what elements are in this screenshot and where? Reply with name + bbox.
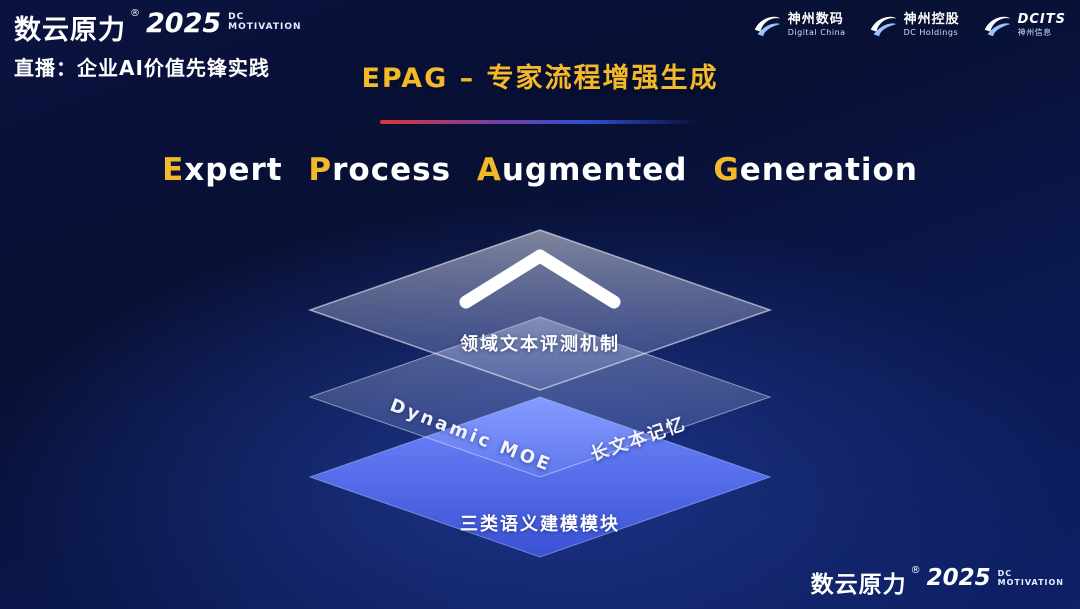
logo-en-name: 神州信息 xyxy=(1017,27,1052,37)
logo-dcits: DCITS 神州信息 xyxy=(982,10,1066,40)
brand-year: 2025 xyxy=(926,565,991,591)
logo-cn-name: 神州数码 xyxy=(787,11,844,27)
brand-tagline-line1: DC xyxy=(997,569,1013,578)
bottom-layer-label: 三类语义建模模块 xyxy=(460,514,620,535)
chevron-up-icon xyxy=(459,249,621,309)
brand-name: 数云原力 xyxy=(810,572,907,598)
swoosh-icon xyxy=(870,16,896,37)
top-layer-label: 领域文本评测机制 xyxy=(460,334,620,355)
brand-tagline-line1: DC xyxy=(228,12,245,22)
brand-tagline: DC MOTIVATION xyxy=(228,12,302,33)
logo-cn-name: 神州控股 xyxy=(903,11,960,27)
logo-cn-name: DCITS xyxy=(1017,11,1066,27)
page-title: EPAG – 专家流程增强生成 xyxy=(361,63,719,94)
brand-tagline-line2: MOTIVATION xyxy=(228,21,302,32)
subtitle-word: Generation xyxy=(713,152,918,188)
brand-name: 数云原力 xyxy=(14,15,126,46)
layer-stack-diagram xyxy=(270,222,810,562)
brand-tagline-line2: MOTIVATION xyxy=(997,577,1064,587)
brand-tagline: DC MOTIVATION xyxy=(997,569,1064,588)
subtitle-word: Process xyxy=(308,152,452,188)
gradient-divider xyxy=(380,120,700,124)
subtitle: Expert Process Augmented Generation xyxy=(0,152,1080,188)
subtitle-word: Expert xyxy=(162,152,283,188)
registered-mark: ® xyxy=(130,8,140,19)
partner-logos: 神州数码 Digital China 神州控股 DC Holdings DCIT… xyxy=(752,10,1066,40)
logo-digital-china: 神州数码 Digital China xyxy=(752,10,846,40)
logo-dc-holdings: 神州控股 DC Holdings xyxy=(868,10,960,40)
brand-logo-top-left: 数云原力 ® 2025 DC MOTIVATION xyxy=(14,8,302,47)
logo-en-name: Digital China xyxy=(787,27,846,37)
subtitle-word: Augmented xyxy=(476,152,688,188)
swoosh-icon xyxy=(984,16,1010,37)
swoosh-icon xyxy=(754,16,780,37)
brand-year: 2025 xyxy=(146,8,222,39)
middle-layer-shape xyxy=(308,316,772,478)
logo-en-name: DC Holdings xyxy=(903,27,959,37)
live-stream-label: 直播：企业AI价值先锋实践 xyxy=(14,56,270,80)
brand-logo-bottom-right: 数云原力 ® 2025 DC MOTIVATION xyxy=(811,565,1064,599)
layer-stack-shapes xyxy=(307,229,773,558)
registered-mark: ® xyxy=(910,565,921,576)
top-layer-shape xyxy=(307,229,773,391)
